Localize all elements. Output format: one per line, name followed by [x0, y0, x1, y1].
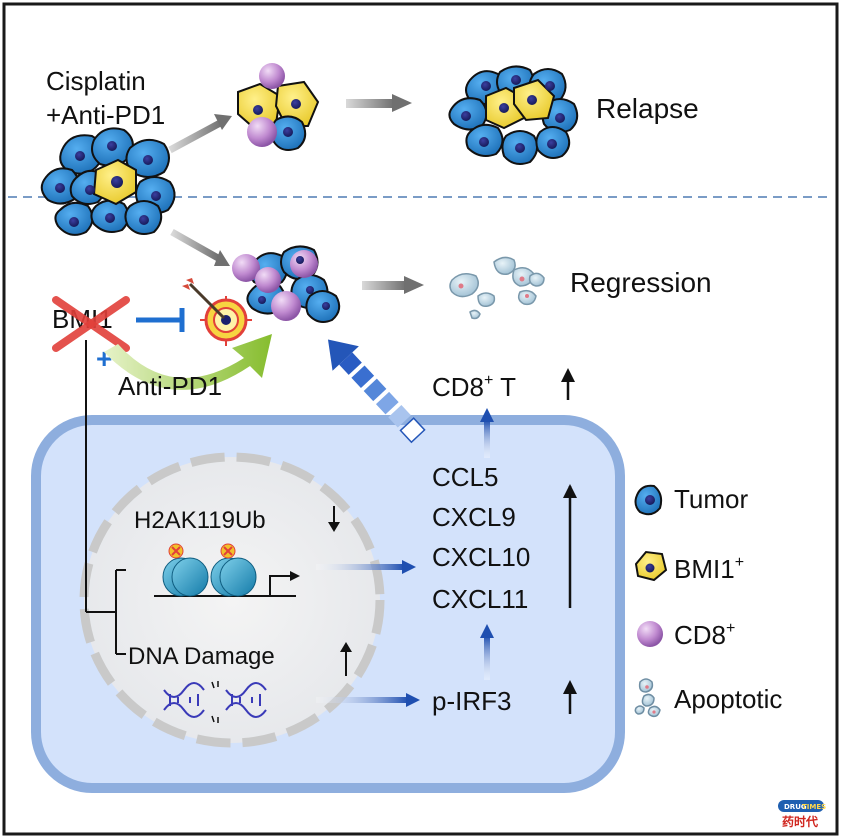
treatment-line1: Cisplatin: [46, 66, 146, 96]
h2ak-down-arrow: [328, 506, 340, 532]
histone-icons: [154, 543, 300, 597]
chemokine-cxcl11: CXCL11: [432, 584, 528, 614]
legend-tumor-label: Tumor: [674, 484, 748, 514]
target-icon: [182, 278, 252, 346]
treatment-line2: +Anti-PD1: [46, 100, 165, 130]
logo-chinese: 药时代: [782, 814, 818, 829]
nucleus: [79, 452, 385, 748]
plus-sign: +: [96, 343, 112, 374]
legend-cd8-label: CD8+: [674, 620, 735, 650]
chemokine-cxcl10: CXCL10: [432, 542, 530, 572]
regression-label: Regression: [570, 267, 712, 298]
arrow-to-relapse: [346, 94, 412, 112]
dna-damage-up-arrow: [340, 642, 352, 676]
svg-text:DRUG: DRUG: [784, 803, 807, 811]
pirf3-up-arrow: [563, 680, 577, 714]
bmi1-pathway-line: [85, 340, 126, 655]
svg-text:TIMES: TIMES: [802, 803, 826, 811]
arrow-to-chemokines: [316, 560, 416, 574]
arrow-to-survivors: [168, 114, 232, 154]
dna-damage-label: DNA Damage: [128, 643, 275, 670]
bmi1-cross-icon: [52, 296, 130, 352]
legend-tumor-icon: [634, 484, 663, 516]
relapse-cluster: [448, 65, 579, 165]
arrow-to-regression: [362, 276, 424, 294]
cd8-t-up-arrow: [561, 368, 575, 400]
legend-apoptotic-label: Apoptotic: [674, 684, 782, 714]
anti-pd1-label: Anti-PD1: [118, 371, 222, 401]
drug-times-logo: DRUG TIMES 药时代: [778, 800, 826, 829]
chemokine-up-arrow: [563, 484, 577, 608]
cd8-t-label: CD8+ T: [432, 372, 516, 402]
legend-apoptotic-icon: [634, 678, 661, 718]
pirf3-label: p-IRF3: [432, 686, 511, 716]
chemokine-cxcl9: CXCL9: [432, 502, 516, 532]
arrow-to-treated: [170, 228, 230, 266]
legend-bmi1-icon: [634, 550, 668, 582]
relapse-label: Relapse: [596, 93, 699, 124]
surviving-cells: [237, 63, 320, 151]
anti-pd1-arrow: [104, 334, 272, 390]
legend-cd8-icon: [637, 621, 663, 647]
h2ak-label: H2AK119Ub: [134, 507, 266, 534]
dna-helix-icon: [163, 681, 267, 723]
legend: Tumor BMI1+ CD8+ Apoptotic: [634, 484, 782, 718]
tumor-cluster-initial: [40, 127, 176, 236]
treated-cluster: [232, 245, 341, 323]
arrow-pirf3-to-chemokines: [480, 624, 494, 680]
arrow-chemokines-to-cd8: [480, 408, 494, 458]
inhibition-arrow: [136, 308, 185, 332]
recruitment-arrow: [327, 339, 426, 444]
apoptotic-fragments: [449, 256, 545, 320]
legend-bmi1-label: BMI1+: [674, 554, 744, 584]
chemokine-ccl5: CCL5: [432, 462, 498, 492]
arrow-to-pirf3: [316, 693, 420, 707]
